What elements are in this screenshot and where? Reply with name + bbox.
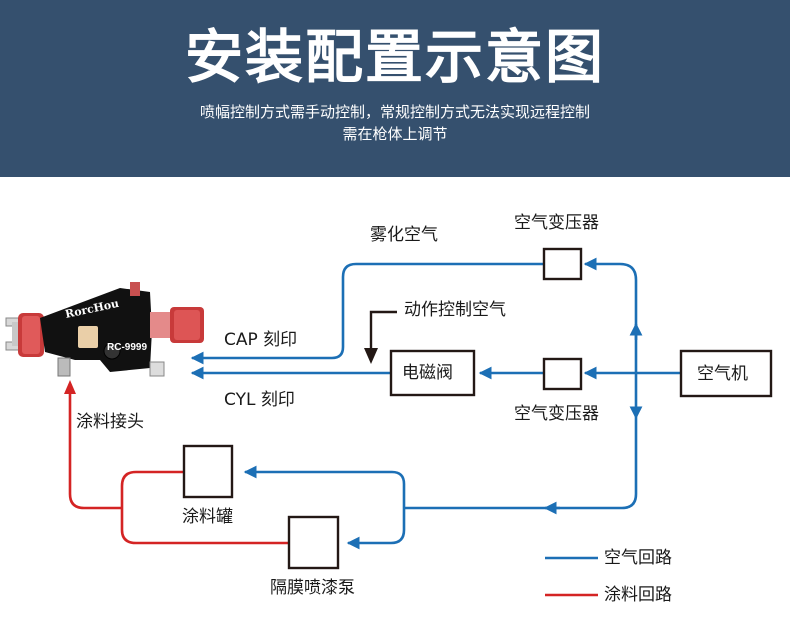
air-compressor-box [679, 349, 773, 398]
label-cap-mark: CAP 刻印 [224, 330, 298, 350]
solenoid-valve-box [389, 349, 476, 397]
paint-feed-line [68, 388, 122, 510]
paint-tank-box [182, 444, 234, 499]
subtitle-line-2: 需在枪体上调节 [342, 125, 448, 143]
gun-model-text: RC-9999 [107, 342, 147, 353]
spray-gun-image [5, 282, 204, 377]
label-paint-tank: 涂料罐 [182, 507, 233, 527]
atomizing-air-line [190, 262, 544, 365]
label-diaphragm-pump: 隔膜喷漆泵 [270, 578, 355, 598]
air-to-pump-line [346, 508, 406, 550]
air-return-line [543, 418, 638, 515]
diaphragm-pump-box [287, 515, 340, 570]
action-control-line [369, 310, 397, 352]
label-cyl-mark: CYL 刻印 [224, 390, 295, 410]
regulator-top-box [542, 247, 583, 281]
regulator-bottom-box [542, 357, 583, 391]
label-paint-inlet: 涂料接头 [76, 412, 144, 432]
legend-air-label: 空气回路 [604, 548, 672, 568]
label-air-compressor: 空气机 [697, 364, 748, 384]
label-solenoid-valve: 电磁阀 [402, 363, 453, 383]
air-to-tank-line [243, 465, 406, 508]
label-atomizing-air: 雾化空气 [370, 225, 438, 245]
compressor-to-top-regulator-line [583, 257, 638, 373]
legend-paint-label: 涂料回路 [604, 585, 672, 605]
subtitle-line-1: 喷幅控制方式需手动控制，常规控制方式无法实现远程控制 [199, 103, 590, 121]
label-regulator-bottom: 空气变压器 [514, 404, 599, 424]
action-control-arrow [364, 348, 378, 364]
header-banner: 安装配置示意图 喷幅控制方式需手动控制，常规控制方式无法实现远程控制 需在枪体上… [0, 0, 790, 177]
paint-inlet-arrow [64, 380, 76, 394]
label-action-control-air: 动作控制空气 [404, 300, 506, 320]
label-regulator-top: 空气变压器 [514, 213, 599, 233]
page-title: 安装配置示意图 [184, 23, 605, 91]
